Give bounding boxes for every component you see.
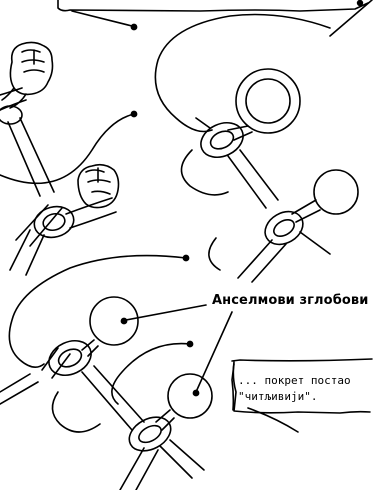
hand-icon [78,165,119,208]
caption-line-1: ... покрет постао [238,373,370,389]
top-caption-dot [131,24,136,29]
panel-3-lower-ring [124,410,177,457]
panel-2-lower-joint [314,170,358,214]
panel-3-lower-joint [168,374,212,418]
caption-line-2: "читљивији". [238,389,370,405]
panel-3-outline [9,256,186,368]
top-caption-pointer [72,11,132,26]
anselm-joints-label: Анселмови зглобови [212,293,368,308]
joints-pointer-lower [196,312,232,392]
panel-2-lower-ring [259,205,309,251]
panel-2-outline [155,15,330,132]
panel-3-upper-joint [90,297,138,345]
top-caption-frame [58,0,368,11]
panel-2 [155,0,372,282]
panel-1 [0,88,137,275]
fist-icon [2,42,53,108]
motion-caption: ... покрет постао "читљивији". [238,373,370,405]
joints-pointer-upper [126,305,206,320]
top-right-dot [358,1,363,6]
